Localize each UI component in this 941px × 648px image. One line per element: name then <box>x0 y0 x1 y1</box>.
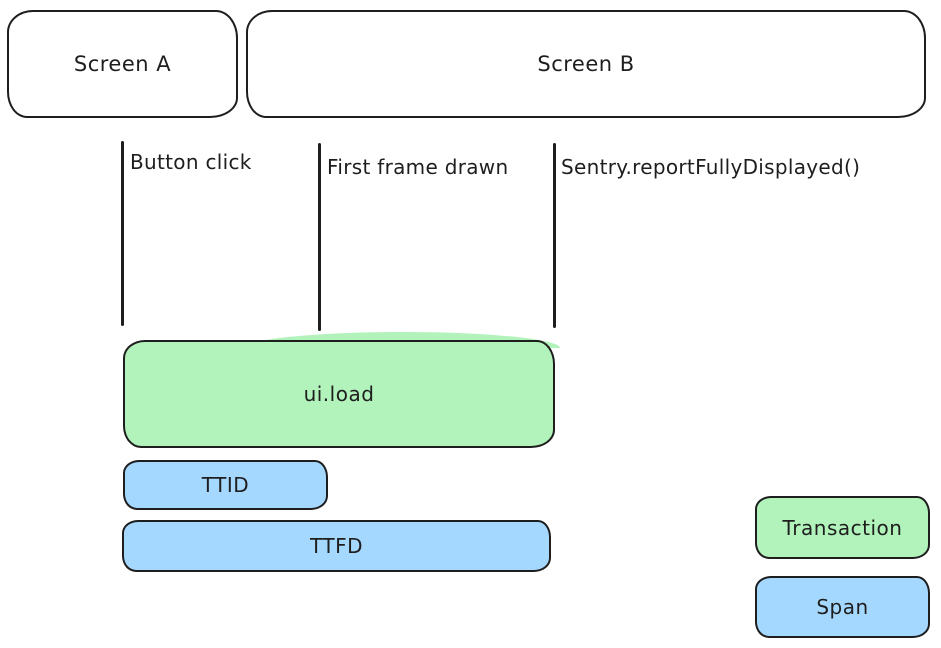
event-line-first-frame-drawn <box>318 143 321 331</box>
ttfd-span-bar: TTFD <box>122 520 551 572</box>
legend-transaction: Transaction <box>755 496 930 559</box>
ttfd-label: TTFD <box>310 534 363 558</box>
screen-a-label: Screen A <box>73 52 172 76</box>
ui-load-label: ui.load <box>303 382 375 406</box>
screen-a-box: Screen A <box>7 10 238 118</box>
screen-b-label: Screen B <box>537 52 635 76</box>
ttid-label: TTID <box>201 473 250 497</box>
event-label-first-frame-drawn: First frame drawn <box>327 155 509 179</box>
screen-b-box: Screen B <box>246 10 926 118</box>
legend-span: Span <box>755 576 930 638</box>
ttid-span-bar: TTID <box>123 460 328 510</box>
event-label-button-click: Button click <box>130 150 252 174</box>
ui-load-transaction-bar: ui.load <box>123 340 555 448</box>
event-label-report-fully-displayed: Sentry.reportFullyDisplayed() <box>561 155 861 179</box>
event-line-button-click <box>121 141 124 326</box>
legend-span-label: Span <box>816 595 869 619</box>
event-line-report-fully-displayed <box>553 143 556 328</box>
legend-transaction-label: Transaction <box>782 515 903 540</box>
